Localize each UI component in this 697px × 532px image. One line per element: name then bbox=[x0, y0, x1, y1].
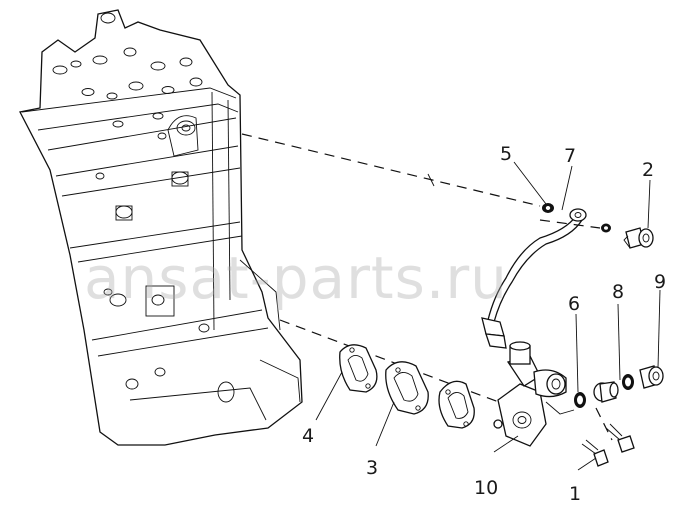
gasket-part-4 bbox=[339, 344, 378, 393]
bolt-part-1 bbox=[581, 423, 635, 467]
washer-small bbox=[601, 223, 611, 233]
washer-part-5 bbox=[542, 203, 554, 213]
banjo-bolt-part-2 bbox=[623, 227, 654, 249]
washer-part-8 bbox=[622, 374, 634, 390]
callout-1-label: 1 bbox=[569, 483, 581, 505]
gasket-plate bbox=[438, 380, 475, 429]
callout-8-label: 8 bbox=[612, 281, 624, 303]
callout-7-label: 7 bbox=[564, 145, 576, 167]
callout-6-label: 6 bbox=[568, 293, 580, 315]
engine-block bbox=[19, 9, 303, 446]
plug-part-9 bbox=[639, 365, 664, 389]
callout-4-label: 4 bbox=[302, 425, 314, 447]
watermark-text: ansat-parts.ru bbox=[84, 244, 508, 312]
callout-labels: 1 2 3 4 5 6 7 8 9 10 bbox=[302, 143, 666, 505]
filter-element bbox=[593, 381, 619, 403]
pump-part-10 bbox=[493, 341, 575, 447]
callout-2-label: 2 bbox=[642, 159, 654, 181]
leader-lines bbox=[315, 161, 661, 471]
callout-9-label: 9 bbox=[654, 271, 666, 293]
fuel-pipe-part-7 bbox=[481, 208, 587, 349]
callout-10-label: 10 bbox=[474, 477, 498, 499]
callout-3-label: 3 bbox=[366, 457, 378, 479]
gasket-part-3 bbox=[385, 361, 429, 415]
oring-part-6 bbox=[574, 392, 586, 408]
callout-5-label: 5 bbox=[500, 143, 512, 165]
